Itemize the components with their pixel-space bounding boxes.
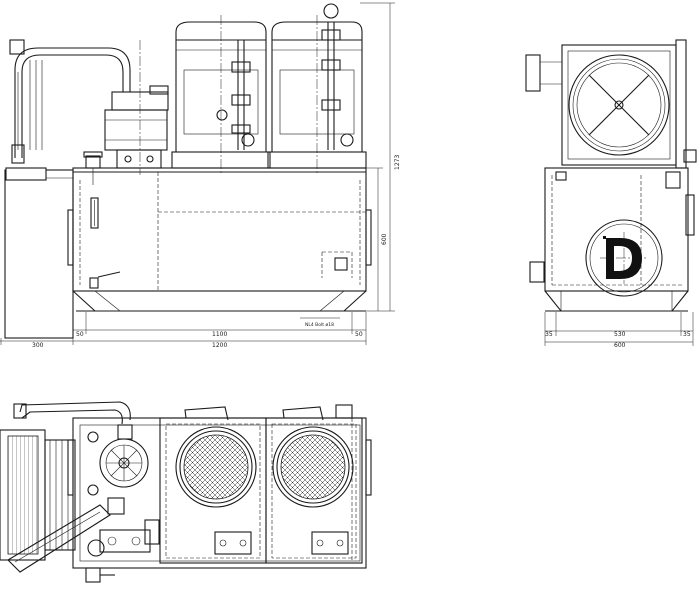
motor-plate-2 [265, 406, 363, 564]
valve-stack-1 [216, 40, 255, 150]
hose-pipe [9, 39, 131, 164]
dimension-labels: 50 1100 50 1200 300 NL4 Bolt ø18 1273 60… [32, 155, 691, 349]
breather-cap-icon [83, 151, 103, 185]
fan-guard-1 [183, 434, 249, 500]
side-cooler-box [525, 39, 697, 169]
top-fittings [85, 519, 160, 583]
front-view [0, 2, 395, 345]
pump-cover [87, 424, 149, 496]
fan-guard-2 [280, 434, 346, 500]
dim-side-span: 530 [614, 331, 626, 338]
electric-motor-1 [171, 15, 271, 175]
dim-front-overhang: 300 [32, 342, 44, 349]
side-view [525, 39, 697, 346]
pump-assembly [104, 40, 169, 175]
dim-side-right: 35 [683, 331, 691, 338]
electric-motor-2 [267, 15, 367, 175]
dim-side-left: 35 [545, 331, 553, 338]
dim-front-overall: 1200 [212, 342, 227, 349]
pressure-gauge-icon [241, 133, 255, 147]
pressure-gauge-icon [340, 133, 354, 147]
dim-front-margin-right: 50 [355, 331, 363, 338]
dim-front-span: 1100 [212, 331, 227, 338]
front-heat-exchanger [4, 167, 74, 339]
drain-note: NL4 Bolt ø18 [305, 322, 334, 328]
top-view [0, 401, 372, 583]
front-dimensions [0, 2, 395, 345]
cooling-fan-icon [576, 62, 662, 148]
dim-front-margin-left: 50 [76, 331, 84, 338]
top-pipes [7, 401, 131, 573]
dim-front-tank-height: 600 [381, 233, 388, 245]
dim-side-overall: 600 [614, 342, 626, 349]
top-heat-exchanger [0, 429, 76, 561]
valve-stack-2 [321, 3, 354, 150]
drain-valve-icon [89, 271, 121, 289]
drain-valve-icon [87, 539, 105, 557]
side-tank [529, 167, 695, 312]
company-logo [603, 236, 642, 279]
dim-front-height: 1273 [394, 155, 401, 170]
level-gauge [90, 197, 99, 229]
pressure-gauge-icon [323, 3, 339, 19]
front-tank [67, 167, 372, 312]
side-dimensions [544, 312, 694, 346]
motor-plate-1 [159, 406, 267, 564]
